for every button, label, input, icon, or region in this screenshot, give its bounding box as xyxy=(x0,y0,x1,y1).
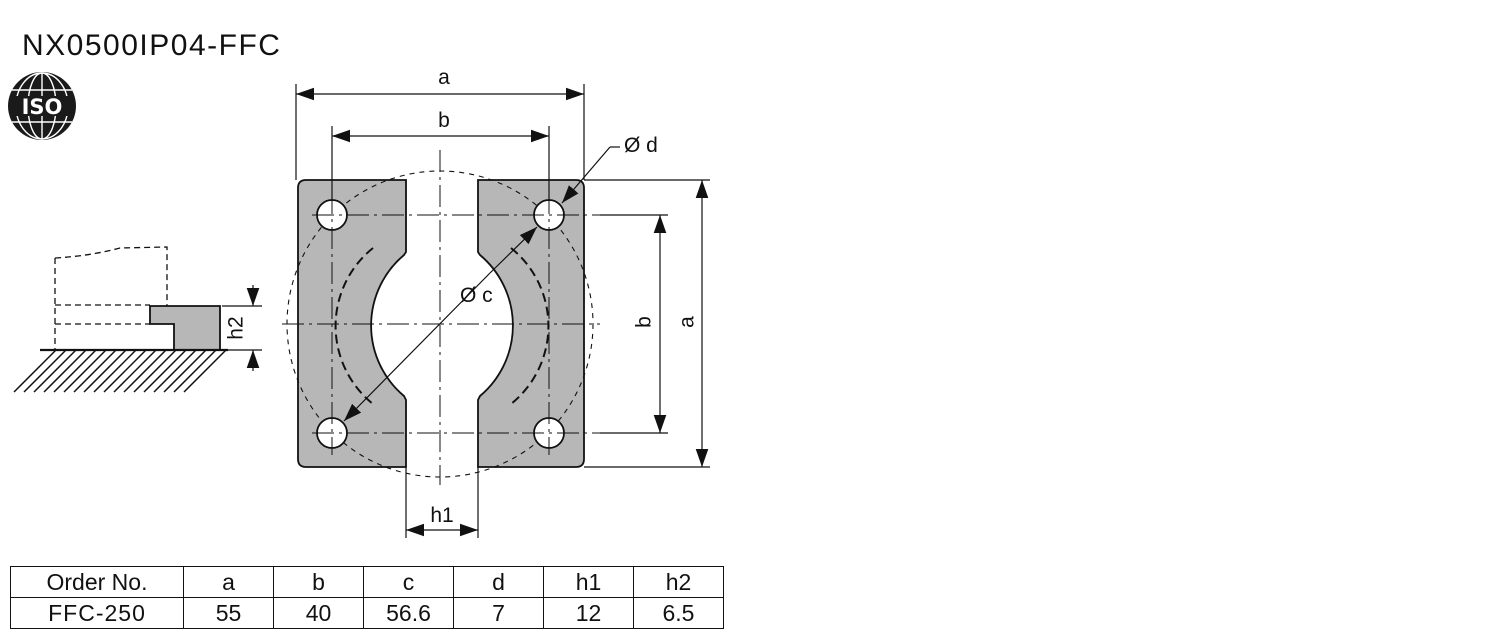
spec-header-order-no: Order No. xyxy=(10,566,184,598)
dim-label-a-right: a xyxy=(676,316,699,328)
dim-label-diameter-c: Ø c xyxy=(460,284,493,307)
spec-cell-c: 56.6 xyxy=(363,597,454,629)
spec-cell-h2: 6.5 xyxy=(633,597,724,629)
side-view: h2 xyxy=(13,246,262,393)
iso-logo-text: ISO xyxy=(22,95,63,119)
front-view: a b Ø d Ø c b a h1 xyxy=(282,66,710,538)
spec-header-a: a xyxy=(183,566,274,598)
dim-label-h2: h2 xyxy=(225,316,248,339)
spec-table: Order No. a b c d h1 h2 FFC-250 55 40 56… xyxy=(10,566,724,629)
side-clamp-profile xyxy=(149,305,221,351)
dim-label-b-right: b xyxy=(633,316,656,328)
spec-cell-h1: 12 xyxy=(543,597,634,629)
part-number-title: NX0500IP04-FFC xyxy=(22,29,282,62)
spec-header-h1: h1 xyxy=(543,566,634,598)
dim-label-a-top: a xyxy=(438,66,450,89)
iso-globe-logo-icon: ISO xyxy=(8,72,76,140)
ground-hatch xyxy=(13,349,227,393)
dim-label-diameter-d: Ø d xyxy=(624,134,658,157)
dim-label-h1: h1 xyxy=(430,504,453,527)
spec-cell-b: 40 xyxy=(273,597,364,629)
spec-header-d: d xyxy=(453,566,544,598)
spec-cell-order-no: FFC-250 xyxy=(10,597,184,629)
spec-table-header-row: Order No. a b c d h1 h2 xyxy=(10,566,724,598)
spec-cell-a: 55 xyxy=(183,597,274,629)
technical-drawing: h2 a xyxy=(13,66,710,538)
dim-label-b-top: b xyxy=(438,109,450,132)
spec-cell-d: 7 xyxy=(453,597,544,629)
spec-header-c: c xyxy=(363,566,454,598)
spec-header-h2: h2 xyxy=(633,566,724,598)
table-row: FFC-250 55 40 56.6 7 12 6.5 xyxy=(10,597,724,629)
spec-header-b: b xyxy=(273,566,364,598)
